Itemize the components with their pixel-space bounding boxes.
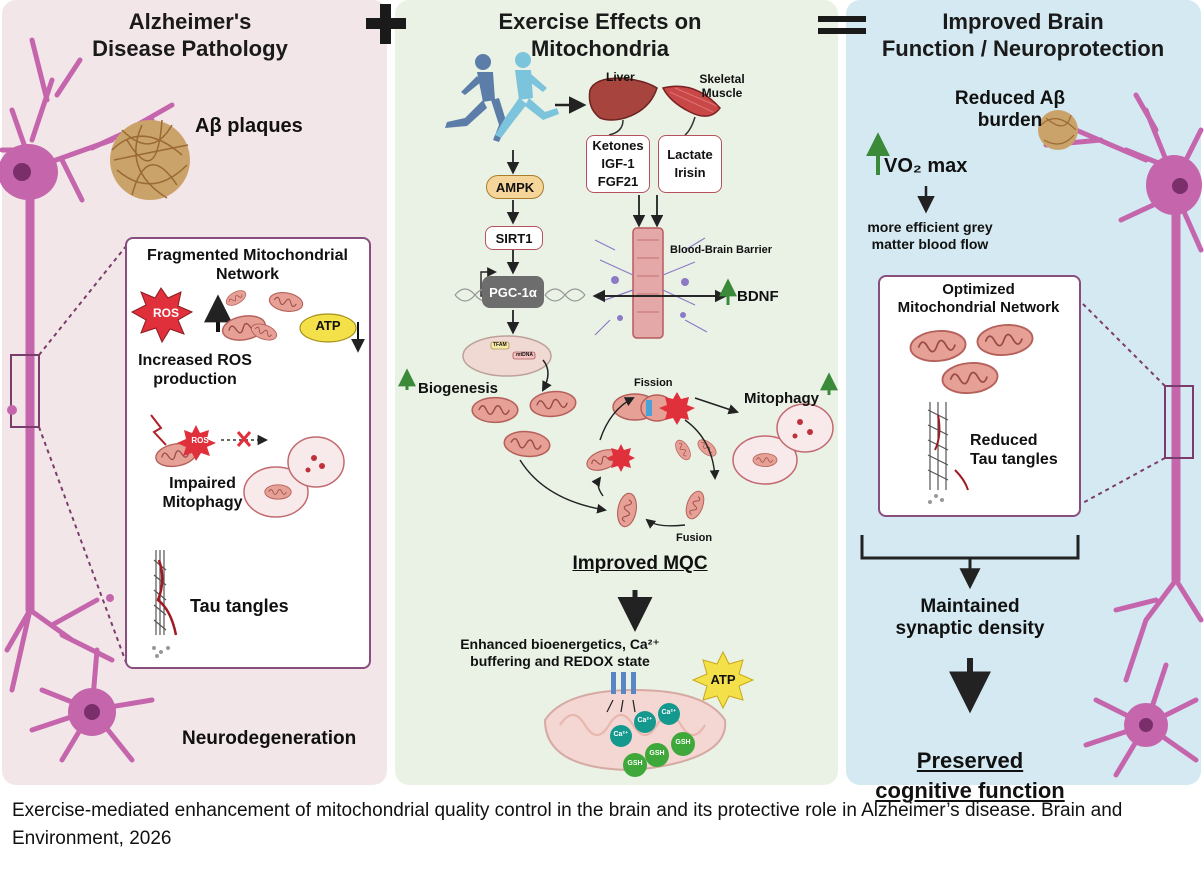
pgc1a-node: PGC-1α [482,276,544,308]
liver-factors-box: Ketones IGF-1 FGF21 [586,135,650,193]
optimized-network-box [878,275,1081,517]
right-panel-title: Improved Brain Function / Neuroprotectio… [881,9,1165,61]
right-neuron-illustration [860,92,1204,778]
synaptic-density-label: Maintained synaptic density [895,596,1045,640]
ros-label: ROS [152,306,179,320]
muscle-factors-box: Lactate Irisin [658,135,722,193]
middle-panel-title: Exercise Effects on Mitochondria [498,9,702,61]
gsh-3: GSH [627,760,643,767]
ca-ion-2: Ca²⁺ [637,717,653,724]
abeta-plaques-label: Aβ plaques [195,115,303,137]
grey-matter-label: more efficient grey matter blood flow [867,219,993,252]
plus-icon [366,4,406,44]
biogenesis-label: Biogenesis [418,380,499,397]
gsh-1: GSH [649,750,665,757]
enhanced-bioenergetics-label: Enhanced bioenergetics, Ca²⁺ buffering a… [460,636,660,669]
panel-exercise-effects [395,0,838,785]
reduced-abeta-label: Reduced Aβ burden [954,88,1066,132]
fragmented-network-label: Fragmented Mitochondrial Network [147,247,348,283]
bdnf-label: BDNF [737,288,779,305]
figure-caption: Exercise-mediated enhancement of mitocho… [12,800,1123,849]
neurodegeneration-label: Neurodegeneration [182,728,357,749]
tfam-label: TFAM [493,342,507,348]
mtdna-label: mtDNA [516,352,533,358]
sirt1-node: SIRT1 [485,226,543,250]
fusion-label: Fusion [676,532,713,544]
improved-mqc-label: Improved MQC [572,553,708,574]
left-panel-title: Alzheimer's Disease Pathology [92,9,288,61]
reduced-tau-label: Reduced Tau tangles [970,432,1058,468]
tau-tangles-label: Tau tangles [190,596,289,616]
ca-ion-1: Ca²⁺ [613,731,629,738]
fission-label: Fission [634,377,673,389]
left-neuron-illustration [0,37,190,763]
ampk-node: AMPK [486,175,544,199]
equals-icon [818,16,866,34]
impaired-mitophagy-label: Impaired Mitophagy [162,475,243,511]
fragmented-network-illustration [130,287,365,658]
optimized-network-label: Optimized Mitochondrial Network [897,281,1060,316]
liver-label: Liver [606,70,635,84]
optimized-network-illustration [908,321,1035,504]
atp-label: ATP [315,318,341,333]
bbb-label: Blood-Brain Barrier [670,244,773,256]
increased-ros-label: Increased ROS production [138,352,252,388]
mitophagy-label: Mitophagy [744,390,819,407]
ca-ion-3: Ca²⁺ [661,709,677,716]
ros-small-label: ROS [191,436,209,445]
skeletal-muscle-label: Skeletal Muscle [699,72,745,101]
vo2-max-label: VO₂ max [884,155,968,177]
atp-burst-label: ATP [710,672,736,687]
gsh-2: GSH [675,739,691,746]
